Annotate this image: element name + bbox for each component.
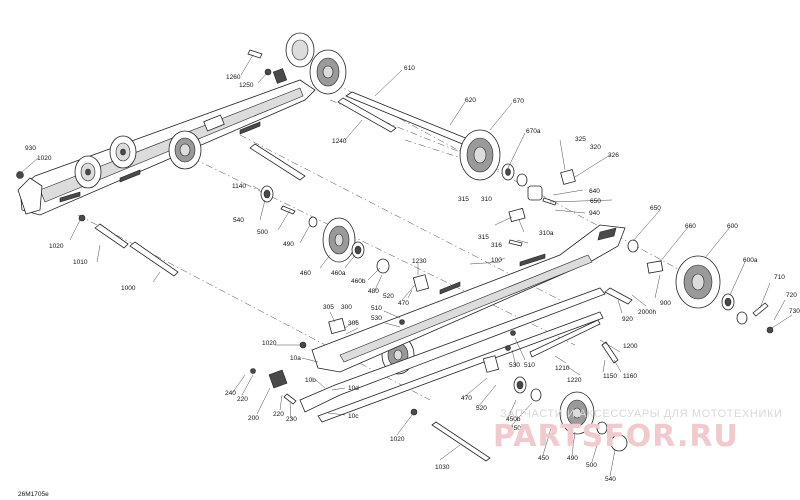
callout-510-a: 510 bbox=[371, 305, 382, 312]
diagram-code: 26M1705e bbox=[18, 491, 49, 498]
callout-660: 660 bbox=[685, 223, 696, 230]
callout-530-a: 530 bbox=[371, 315, 382, 322]
callout-730: 730 bbox=[789, 308, 800, 315]
callout-220-a: 220 bbox=[237, 396, 248, 403]
callout-490-a: 490 bbox=[283, 241, 294, 248]
callout-530-b: 530 bbox=[509, 362, 520, 369]
callout-1260: 1260 bbox=[226, 74, 241, 81]
callout-1220: 1220 bbox=[567, 377, 582, 384]
bearings-and-washers bbox=[260, 163, 748, 402]
callout-2000h: 2000h bbox=[638, 309, 656, 316]
callout-1160: 1160 bbox=[623, 373, 637, 380]
callout-1020-a: 1020 bbox=[37, 155, 52, 162]
idler-wheel-450 bbox=[559, 391, 595, 435]
callout-600a: 600a bbox=[743, 257, 758, 264]
callout-460: 460 bbox=[300, 270, 311, 277]
callout-650-b: 650 bbox=[650, 205, 661, 212]
callout-470-a: 470 bbox=[398, 300, 409, 307]
callout-940: 940 bbox=[589, 210, 600, 217]
callout-10b: 10b bbox=[305, 377, 316, 384]
callout-520-a: 520 bbox=[383, 293, 394, 300]
upper-idler-wheel-mid bbox=[109, 135, 137, 169]
callout-930: 930 bbox=[25, 145, 36, 152]
callout-10d: 10d bbox=[348, 385, 359, 392]
callout-200: 200 bbox=[248, 415, 259, 422]
callout-920: 920 bbox=[622, 316, 633, 323]
callout-540-b: 540 bbox=[605, 476, 616, 483]
callout-1230: 1230 bbox=[412, 258, 427, 265]
callout-670a: 670a bbox=[526, 128, 541, 135]
callout-labels: 1260 1250 610 620 670 670a 1240 930 1020… bbox=[25, 65, 800, 483]
lower-rail-assembly bbox=[268, 169, 664, 423]
callout-320: 320 bbox=[590, 144, 601, 151]
callout-100: 100 bbox=[491, 257, 502, 264]
callout-310: 310 bbox=[481, 196, 492, 203]
callout-300: 300 bbox=[341, 304, 352, 311]
upper-idler-wheel-front-a bbox=[285, 32, 315, 68]
callout-510-b: 510 bbox=[524, 362, 535, 369]
callout-540-a: 540 bbox=[233, 217, 244, 224]
callout-600: 600 bbox=[727, 223, 738, 230]
callout-490-b: 490 bbox=[567, 455, 578, 462]
callout-326: 326 bbox=[608, 152, 619, 159]
callout-450b: 450b bbox=[506, 416, 521, 423]
callout-650-a: 650 bbox=[590, 198, 601, 205]
callout-480: 480 bbox=[368, 288, 379, 295]
idler-wheel-460 bbox=[322, 217, 356, 263]
callout-1030: 1030 bbox=[435, 464, 450, 471]
callout-720: 720 bbox=[786, 292, 797, 299]
callout-470-b: 470 bbox=[461, 395, 472, 402]
callout-450a: 450a bbox=[510, 425, 525, 432]
callout-450: 450 bbox=[538, 455, 549, 462]
idler-wheel-670 bbox=[459, 129, 501, 181]
callout-1140: 1140 bbox=[232, 183, 246, 190]
callout-315-b: 315 bbox=[478, 234, 489, 241]
upper-idler-wheel-big bbox=[168, 130, 202, 170]
callout-1240: 1240 bbox=[332, 138, 347, 145]
shaft-1240 bbox=[337, 97, 397, 133]
upper-rail-assembly bbox=[17, 32, 347, 216]
idler-wheel-600 bbox=[675, 255, 721, 309]
callout-900: 900 bbox=[660, 300, 671, 307]
upper-idler-wheel-front-b bbox=[309, 49, 347, 95]
callout-310a: 310a bbox=[539, 230, 554, 237]
callout-1000: 1000 bbox=[121, 285, 136, 292]
callout-620: 620 bbox=[465, 97, 476, 104]
callout-1210: 1210 bbox=[555, 365, 570, 372]
callout-1200: 1200 bbox=[623, 343, 638, 350]
callout-670: 670 bbox=[513, 98, 524, 105]
leader-lines bbox=[21, 54, 793, 477]
callout-230: 230 bbox=[286, 416, 297, 423]
watermark-brand: PARTSFOR.RU bbox=[493, 419, 739, 454]
callout-1020-c: 1020 bbox=[262, 340, 277, 347]
callout-1150: 1150 bbox=[603, 373, 617, 380]
lower-shafts bbox=[94, 223, 633, 462]
callout-610: 610 bbox=[404, 65, 415, 72]
callout-500-a: 500 bbox=[257, 229, 268, 236]
callout-315-a: 315 bbox=[458, 196, 469, 203]
callout-220-b: 220 bbox=[273, 411, 284, 418]
watermark: ЗАПЧАСТИ И АКСЕССУАРЫ ДЛЯ МОТОТЕХНИКИ PA… bbox=[493, 408, 782, 454]
callout-1010: 1010 bbox=[73, 259, 88, 266]
callout-460a: 460a bbox=[331, 270, 346, 277]
callout-500-b: 500 bbox=[586, 462, 597, 469]
callout-306: 306 bbox=[348, 320, 359, 327]
callout-305: 305 bbox=[323, 304, 334, 311]
callout-325: 325 bbox=[575, 136, 586, 143]
callout-240: 240 bbox=[225, 390, 236, 397]
shaft-1140 bbox=[249, 143, 306, 181]
callout-710: 710 bbox=[774, 274, 785, 281]
callout-1250: 1250 bbox=[239, 82, 254, 89]
callout-10a: 10a bbox=[290, 355, 301, 362]
callout-1020-b: 1020 bbox=[49, 243, 64, 250]
callout-10c: 10c bbox=[348, 413, 359, 420]
callout-316: 316 bbox=[491, 242, 502, 249]
upper-idler-wheel-rear bbox=[74, 155, 102, 189]
callout-520-b: 520 bbox=[476, 405, 487, 412]
callout-640: 640 bbox=[589, 188, 600, 195]
callout-1020-d: 1020 bbox=[390, 436, 405, 443]
watermark-tagline: ЗАПЧАСТИ И АКСЕССУАРЫ ДЛЯ МОТОТЕХНИКИ bbox=[500, 408, 782, 420]
callout-460b: 460b bbox=[351, 278, 366, 285]
